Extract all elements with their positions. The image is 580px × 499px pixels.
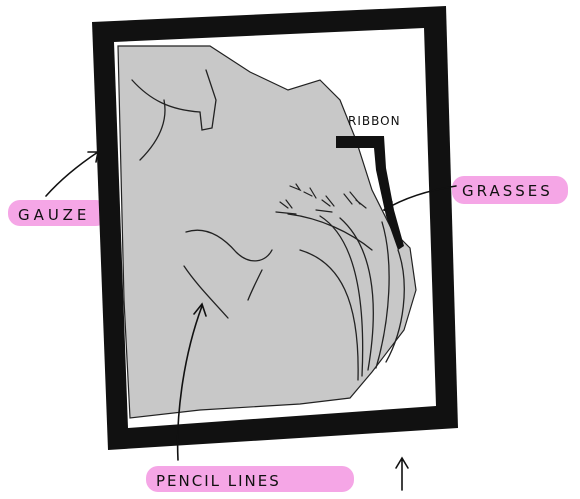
grasses-label: GRASSES [462, 182, 553, 200]
ribbon-label: RIBBON [348, 114, 401, 128]
gauze-label: GAUZE [18, 206, 90, 224]
extra-arrow [396, 458, 408, 490]
gauze-arrow [46, 152, 98, 196]
pencil-lines-label: PENCIL LINES [156, 472, 281, 490]
